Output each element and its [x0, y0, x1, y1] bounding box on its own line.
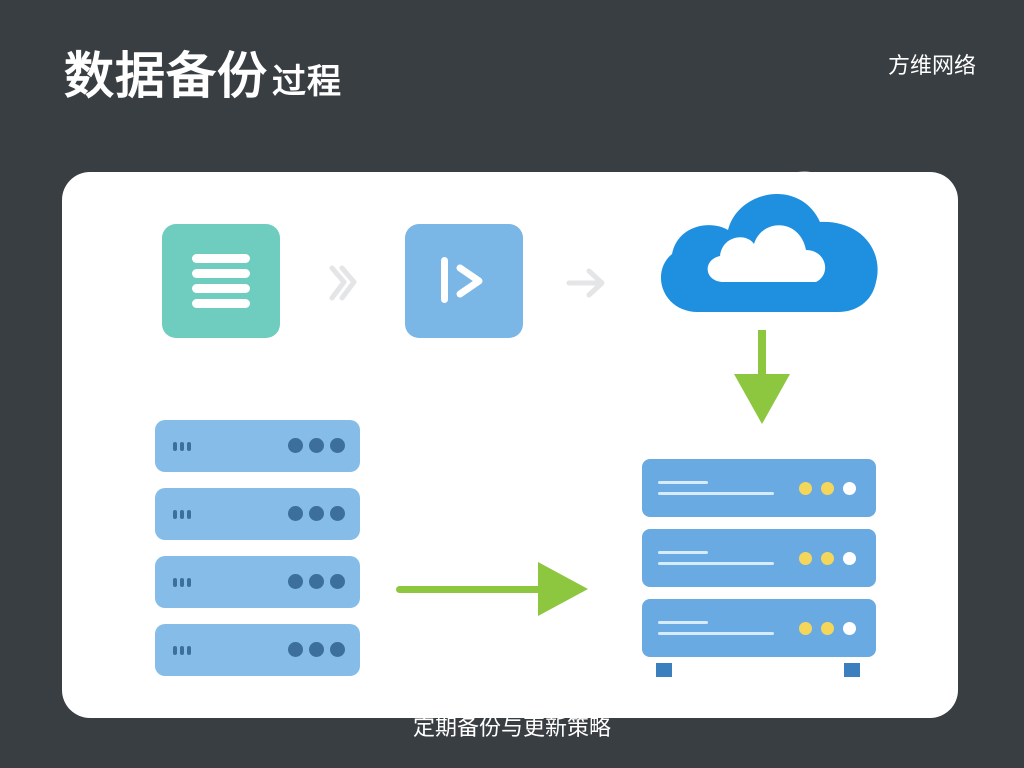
server-unit	[155, 624, 360, 676]
server-unit	[155, 488, 360, 540]
rack-foot	[656, 663, 672, 677]
arrow-right-icon	[396, 562, 588, 616]
rack-unit	[642, 529, 876, 587]
rack-unit	[642, 459, 876, 517]
cloud-icon	[660, 194, 878, 312]
arrow-small-icon	[566, 268, 605, 298]
caption: 定期备份与更新策略	[412, 716, 611, 741]
arrow-down-icon	[734, 330, 790, 424]
server-unit	[155, 420, 360, 472]
server-unit	[155, 556, 360, 608]
page-title: 数据备份 过程	[64, 36, 342, 108]
rack-unit	[642, 599, 876, 657]
title-main: 数据备份	[64, 47, 268, 105]
brand-label: 方维网络	[887, 54, 976, 79]
title-sub: 过程	[272, 62, 342, 102]
rack-foot	[844, 663, 860, 677]
lightning-icon	[329, 265, 357, 301]
document-icon	[162, 224, 280, 338]
play-icon	[405, 224, 523, 338]
